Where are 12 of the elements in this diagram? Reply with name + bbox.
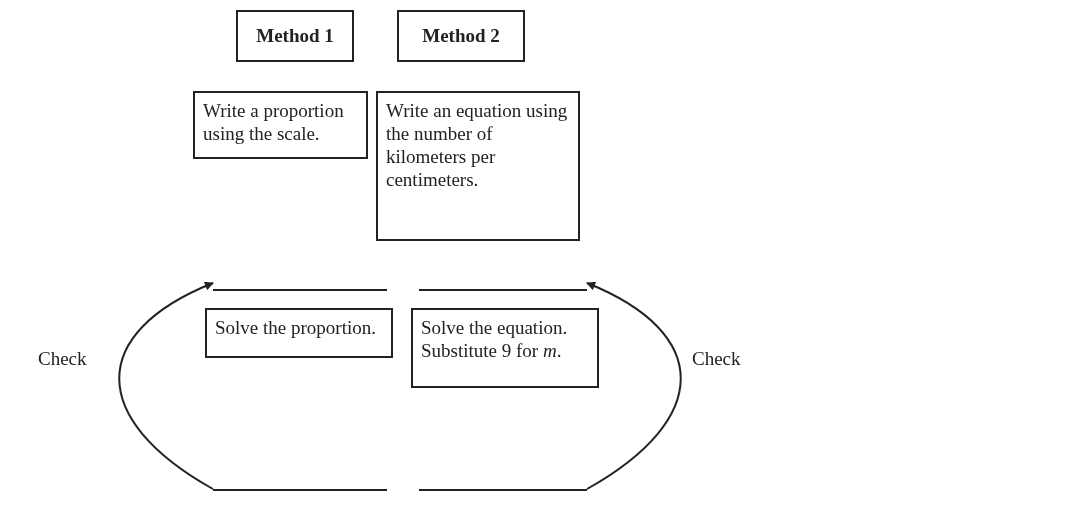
heading-box: Method 1: [236, 10, 354, 62]
curved-arrow: [118, 282, 214, 490]
step-box: Solve the proportion.: [205, 308, 393, 358]
curved-arrow: [586, 282, 682, 490]
fill-in-line: [419, 289, 587, 291]
fill-in-line: [419, 489, 587, 491]
fill-in-line: [213, 489, 387, 491]
fill-in-line: [213, 289, 387, 291]
heading-box: Method 2: [397, 10, 525, 62]
step-box: Write a proportion using the scale.: [193, 91, 368, 159]
step-box: Solve the equation. Substitute 9 for m.: [411, 308, 599, 388]
step-box: Write an equation using the number of kilometers per centimeters.: [376, 91, 580, 241]
